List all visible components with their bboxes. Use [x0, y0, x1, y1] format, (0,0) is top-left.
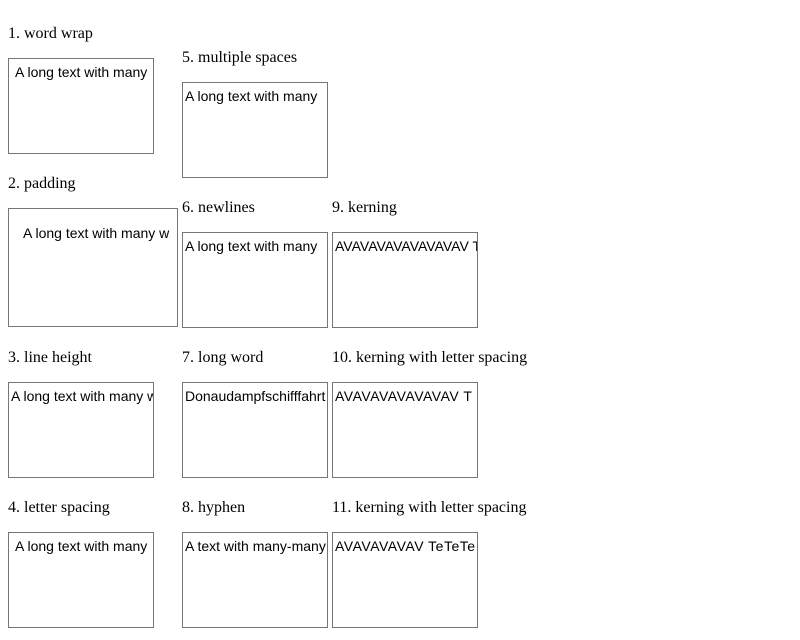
case-label: 10. kerning with letter spacing: [332, 349, 528, 366]
kerning-textarea[interactable]: AVAVAVAVAVAVAVAV T: [332, 232, 478, 328]
newlines-textarea[interactable]: A long text with many: [182, 232, 328, 328]
line-height-textarea[interactable]: A long text with many w: [8, 382, 154, 478]
case-label: 1. word wrap: [8, 25, 93, 42]
textarea-text: A long text with many: [15, 64, 148, 80]
textarea-text: A long text with many: [185, 88, 318, 104]
kerning-letter-spacing-textarea-1[interactable]: AVAVAVAVAVAVAV T: [332, 382, 478, 478]
multiple-spaces-textarea[interactable]: A long text with many: [182, 82, 328, 178]
textarea-text: A long text with many w: [11, 388, 154, 404]
textarea-text: AVAVAVAVAVAVAVAV T: [335, 238, 478, 254]
textarea-text: AVAVAVAVAV TeTeTe: [335, 538, 476, 554]
case-label: 9. kerning: [332, 199, 397, 216]
long-word-textarea[interactable]: Donaudampfschifffahrt: [182, 382, 328, 478]
case-label: 7. long word: [182, 349, 264, 366]
case-label: 8. hyphen: [182, 499, 246, 516]
case-label: 6. newlines: [182, 199, 255, 216]
letter-spacing-textarea[interactable]: A long text with many: [8, 532, 154, 628]
case-label: 4. letter spacing: [8, 499, 110, 516]
kerning-letter-spacing-textarea-2[interactable]: AVAVAVAVAV TeTeTe: [332, 532, 478, 628]
case-label: 3. line height: [8, 349, 92, 366]
padding-textarea[interactable]: A long text with many w: [8, 208, 178, 327]
textarea-text: A text with many-many: [185, 538, 326, 554]
case-label: 2. padding: [8, 175, 76, 192]
case-label: 5. multiple spaces: [182, 49, 298, 66]
textarea-text: A long text with many: [185, 238, 318, 254]
case-label: 11. kerning with letter spacing: [332, 499, 527, 516]
textarea-text: A long text with many w: [23, 225, 170, 241]
hyphen-textarea[interactable]: A text with many-many: [182, 532, 328, 628]
word-wrap-textarea[interactable]: A long text with many: [8, 58, 154, 154]
textarea-text: A long text with many: [15, 538, 148, 554]
textarea-text: Donaudampfschifffahrt: [185, 388, 326, 404]
textarea-text: AVAVAVAVAVAVAV T: [335, 388, 473, 404]
